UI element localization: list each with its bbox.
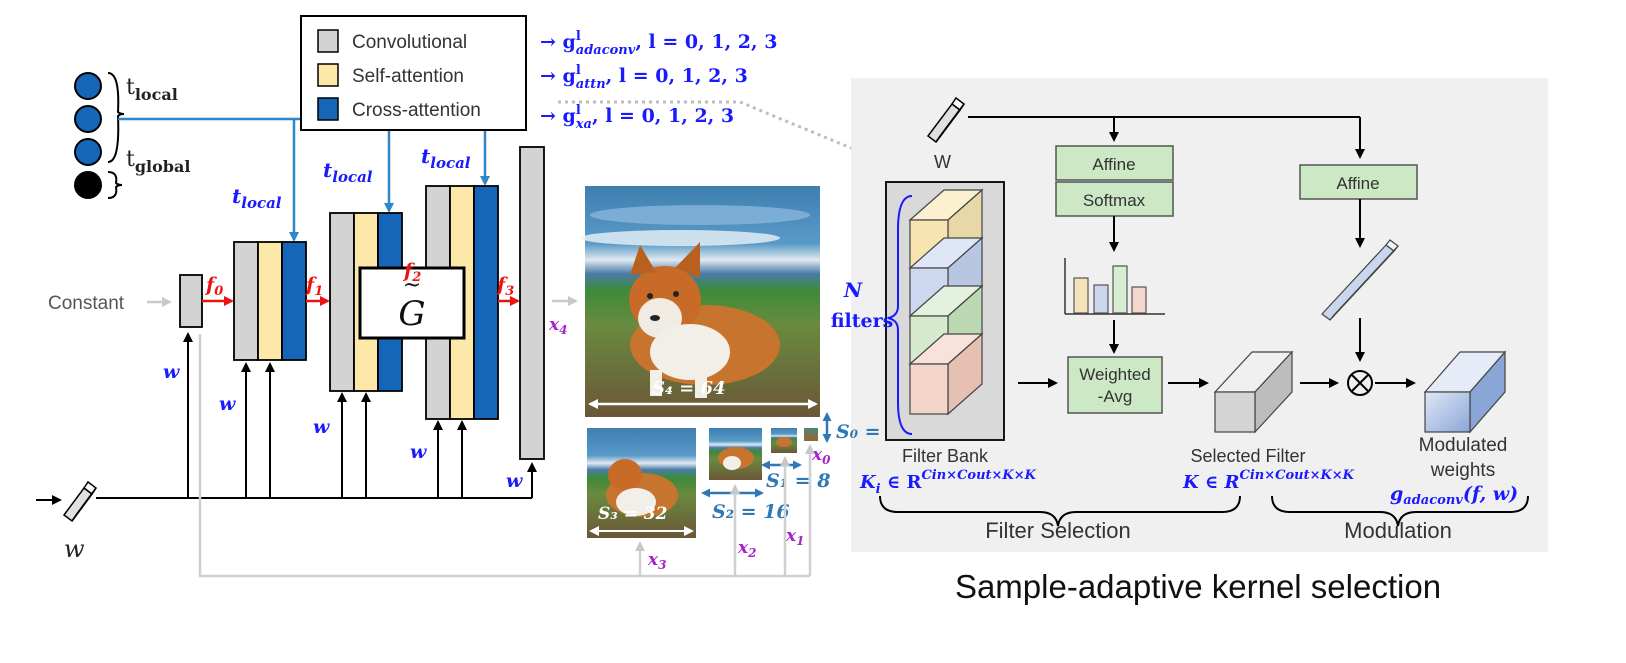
legend-swatch-xa bbox=[317, 97, 339, 121]
brace-global bbox=[107, 171, 123, 199]
t-local-label: tlocal bbox=[126, 75, 178, 104]
image-32 bbox=[587, 428, 696, 538]
n-label: N bbox=[843, 278, 863, 302]
affine-label-1: Affine bbox=[1092, 155, 1135, 174]
s4-label: S₄ = 64 bbox=[652, 378, 726, 399]
gen-block-final bbox=[519, 146, 545, 460]
k-i-label: Ki ∈ RCin×Cout×K×K bbox=[859, 468, 1037, 497]
constant-label: Constant bbox=[48, 293, 125, 314]
image-64 bbox=[580, 186, 820, 417]
softmax-box bbox=[1055, 181, 1174, 217]
s2-label: S₂ = 16 bbox=[712, 501, 790, 523]
caption: Sample-adaptive kernel selection bbox=[955, 568, 1441, 605]
const-block bbox=[179, 274, 203, 328]
w-label-1: w bbox=[163, 361, 180, 383]
w-panel-icon bbox=[926, 96, 966, 144]
f3-label: f3 bbox=[495, 274, 514, 299]
s0-label: S₀ = 4 bbox=[836, 421, 900, 443]
modulation-brace bbox=[1271, 495, 1529, 527]
brace-local bbox=[107, 72, 125, 163]
f0-label: f0 bbox=[204, 274, 223, 299]
s3-label: S₃ = 32 bbox=[598, 504, 668, 524]
filter-selection-label: Filter Selection bbox=[985, 518, 1131, 543]
filter-selection-brace bbox=[879, 495, 1241, 527]
g-tilde-label: G bbox=[398, 294, 425, 334]
multiply-x2 bbox=[1351, 374, 1369, 392]
modulation-label: Modulation bbox=[1344, 518, 1452, 543]
skip-lines bbox=[198, 334, 815, 578]
token-local-1 bbox=[74, 72, 102, 100]
affine-label-2: Affine bbox=[1336, 174, 1379, 193]
token-global bbox=[74, 171, 102, 199]
w-bus bbox=[96, 332, 537, 499]
affine-box-2 bbox=[1299, 164, 1418, 200]
legend-conv-label: Convolutional bbox=[352, 32, 467, 53]
w-label-2: w bbox=[219, 393, 236, 415]
x1-label: x1 bbox=[785, 526, 805, 548]
w-vector-icon bbox=[62, 480, 98, 523]
legend-swatch-conv bbox=[317, 29, 339, 53]
g-tilde-mark: ~ bbox=[403, 273, 421, 298]
avg-label: -Avg bbox=[1098, 387, 1133, 406]
x4-label: x4 bbox=[548, 315, 568, 337]
x3-label: x3 bbox=[647, 550, 667, 572]
f1-label: f1 bbox=[304, 274, 323, 299]
weights-label: weights bbox=[1430, 460, 1495, 481]
token-stack bbox=[74, 72, 125, 199]
x2-label: x2 bbox=[737, 538, 757, 560]
modulated-label: Modulated bbox=[1419, 435, 1508, 456]
legend-xa-label: Cross-attention bbox=[352, 100, 481, 121]
f2-label: f2 bbox=[402, 260, 421, 285]
t-local-italic-1: tlocal bbox=[232, 184, 282, 212]
t-local-italic-2: tlocal bbox=[323, 158, 373, 186]
w-panel-label: W bbox=[934, 152, 951, 172]
image-4 bbox=[804, 428, 818, 441]
g-adaconv-output-label: gadaconv(f, w) bbox=[1390, 483, 1518, 508]
softmax-label: Softmax bbox=[1083, 191, 1146, 210]
selected-filter-label: Selected Filter bbox=[1190, 446, 1305, 466]
modulated-weights-cube bbox=[1423, 350, 1507, 434]
affine-box-1 bbox=[1055, 145, 1174, 181]
token-local-2 bbox=[74, 105, 102, 133]
t-local-italic-3: tlocal bbox=[421, 144, 471, 172]
filter-bank-filters bbox=[908, 188, 984, 416]
x0-label: x0 bbox=[811, 445, 831, 467]
legend-attn-label: Self-attention bbox=[352, 66, 464, 87]
filters-brace bbox=[887, 195, 913, 435]
filters-label: filters bbox=[831, 310, 894, 332]
image-16 bbox=[709, 428, 762, 480]
w-input-label: w bbox=[64, 535, 85, 563]
t-global-label: tglobal bbox=[126, 147, 190, 176]
w-label-5: w bbox=[506, 470, 523, 492]
legend: Convolutional Self-attention Cross-atten… bbox=[300, 15, 527, 131]
multiply-icon bbox=[1347, 370, 1373, 396]
selected-filter-cube bbox=[1213, 350, 1294, 434]
legend-swatch-attn bbox=[317, 63, 339, 87]
weighted-avg-box bbox=[1067, 356, 1163, 414]
w-labels: w w w w w bbox=[163, 361, 523, 492]
w-panel-lines bbox=[968, 116, 1365, 159]
w-label-3: w bbox=[313, 416, 330, 438]
gen-block-1 bbox=[233, 241, 307, 361]
token-local-3 bbox=[74, 138, 102, 166]
image-8 bbox=[771, 428, 797, 453]
g-tilde-box bbox=[358, 266, 466, 340]
modulation-vector-icon bbox=[1321, 239, 1399, 321]
weighted-label: Weighted bbox=[1079, 365, 1151, 384]
dotted-zoom-connector bbox=[558, 100, 852, 150]
k-sel-label: K ∈ RCin×Cout×K×K bbox=[1182, 468, 1355, 493]
filter-bank-label: Filter Bank bbox=[902, 446, 989, 466]
w-label-4: w bbox=[410, 441, 427, 463]
s1-label: S₁ = 8 bbox=[766, 470, 830, 492]
softmax-histogram bbox=[1064, 258, 1165, 315]
